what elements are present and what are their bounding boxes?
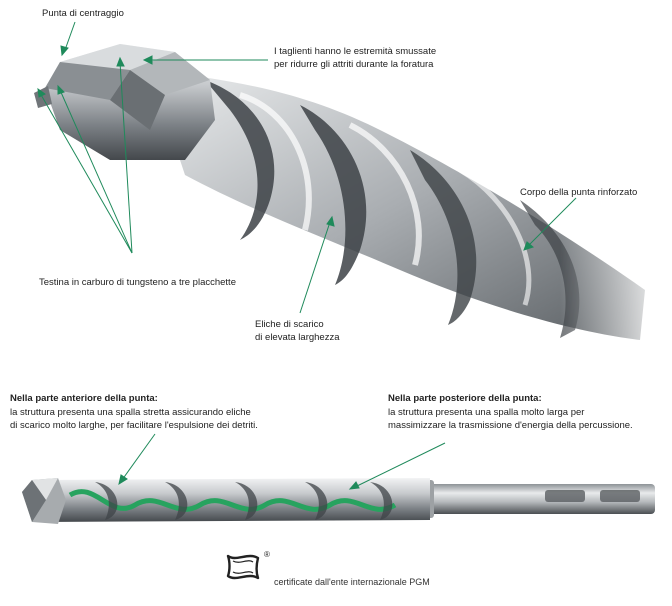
registered-mark: ® — [264, 550, 270, 559]
front-section-line2: di scarico molto larghe, per facilitare … — [10, 420, 258, 431]
label-carbide-head: Testina in carburo di tungsteno a tre pl… — [39, 277, 236, 288]
rear-section-line1: la struttura presenta una spalla molto l… — [388, 406, 585, 418]
label-reinforced-body: Corpo della punta rinforzato — [520, 187, 638, 198]
green-flutes — [68, 489, 397, 512]
leader-rear-section — [354, 442, 446, 488]
label-centering-tip: Punta di centraggio — [42, 8, 124, 19]
drill-full — [22, 478, 655, 524]
rear-section-title: Nella parte posteriore della punta: — [388, 393, 542, 404]
front-section-title: Nella parte anteriore della punta: — [10, 393, 158, 404]
front-section-text: Nella parte anteriore della punta: la st… — [10, 392, 258, 433]
label-cutting-edges: I taglienti hanno le estremità smussate … — [274, 45, 436, 71]
rear-section-text: Nella parte posteriore della punta: la s… — [388, 392, 633, 433]
leader-helix — [299, 221, 331, 314]
arrowhead-centering-tip — [60, 45, 69, 57]
label-helix-line2: di elevata larghezza — [255, 332, 340, 343]
leader-carbide-3 — [119, 61, 133, 254]
leader-front-section — [121, 433, 156, 481]
leader-centering-tip — [64, 21, 76, 51]
leader-lines-top — [37, 21, 577, 314]
leader-carbide-1 — [39, 92, 133, 254]
drill-closeup — [34, 44, 672, 360]
leader-reinforced-body — [527, 197, 577, 247]
rear-section-line2: massimizzare la trasmissione d'energia d… — [388, 420, 633, 431]
pgm-logo-icon: ® — [226, 550, 270, 580]
leader-lines-bottom — [118, 433, 446, 490]
label-cutting-edges-line2: per ridurre gli attriti durante la forat… — [274, 59, 434, 70]
front-section-line1: la struttura presenta una spalla stretta… — [10, 406, 251, 418]
label-cutting-edges-line1: I taglienti hanno le estremità smussate — [274, 46, 437, 57]
label-helix: Eliche di scarico di elevata larghezza — [255, 318, 340, 344]
certification-text: certificate dall'ente internazionale PGM — [274, 577, 430, 587]
label-helix-line1: Eliche di scarico — [255, 319, 324, 330]
leader-carbide-2 — [59, 89, 133, 254]
